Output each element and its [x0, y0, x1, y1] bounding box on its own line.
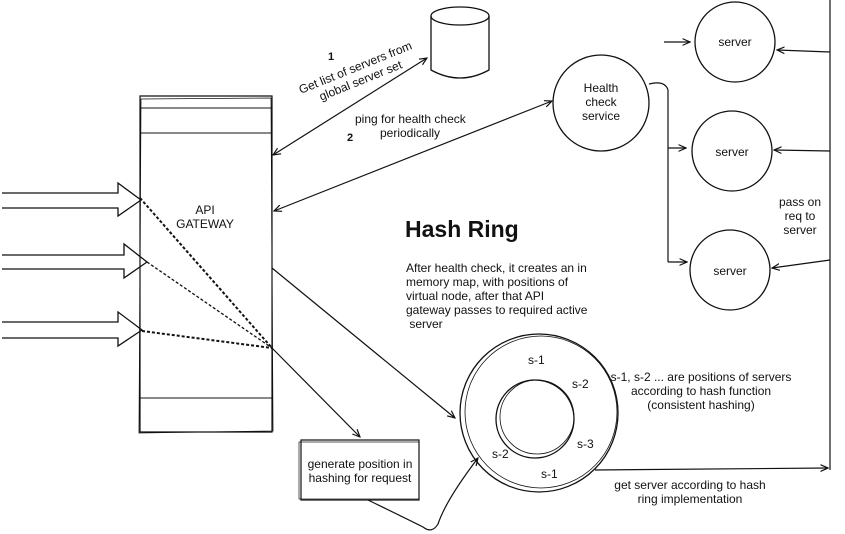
ring-note-line1: s-1, s-2 ... are positions of servers: [610, 370, 792, 384]
description-line5: server: [406, 317, 443, 331]
server-circle-1: [694, 1, 776, 83]
arrow-ring-getserver: [594, 468, 828, 470]
step2-label-line1: ping for health check: [355, 112, 466, 126]
server-label-2: server: [715, 145, 749, 159]
server-circle-2: [691, 110, 773, 192]
arrow-gateway-generate: [271, 347, 360, 437]
pass-on-line3: server: [783, 223, 817, 237]
page-title: Hash Ring: [405, 216, 519, 242]
database-cylinder-icon: [430, 6, 490, 79]
incoming-request-arrow-1: [2, 181, 143, 218]
incoming-request-arrow-3: [2, 310, 144, 348]
ring-position-upper-right: s-2: [572, 377, 589, 391]
step2-number: 2: [347, 132, 354, 144]
generate-position-line1: generate position in: [307, 457, 413, 471]
generate-position-label: generate position in hashing for request: [302, 457, 418, 485]
description-line2: memory map, with positions of: [406, 275, 569, 289]
server-circle-3: [689, 229, 771, 311]
description-line3: virtual node, after that API: [406, 289, 545, 303]
pass-on-bus: [772, 0, 831, 470]
api-gateway-box: [138, 95, 274, 434]
step2-label-line2: periodically: [380, 126, 441, 140]
step1-number: 1: [328, 51, 335, 63]
pass-on-line2: req to: [784, 209, 816, 223]
ring-note-line3: (consistent hashing): [647, 398, 755, 412]
health-check-line3: service: [581, 109, 620, 123]
description-line1: After health check, it creates an in: [406, 261, 587, 275]
arrow-gateway-hashring: [271, 267, 455, 418]
generate-to-ring-curve: [367, 458, 478, 531]
ring-position-bottom: s-1: [541, 467, 558, 481]
ring-position-top: s-1: [528, 353, 545, 367]
ring-note-line2: according to hash function: [630, 384, 772, 398]
get-server-line1: get server according to hash: [614, 478, 766, 492]
description-line4: gateway passes to required active: [406, 303, 588, 317]
gateway-label: API GATEWAY: [160, 203, 250, 231]
get-server-line2: ring implementation: [637, 492, 743, 506]
ring-position-right: s-3: [577, 437, 594, 451]
hash-ring: [459, 333, 619, 493]
description-text: After health check, it creates an in mem…: [406, 261, 606, 331]
generate-position-line2: hashing for request: [308, 471, 412, 485]
health-check-label: Health check service: [561, 81, 641, 123]
health-check-line1: Health: [583, 81, 619, 95]
ring-note: s-1, s-2 ... are positions of servers ac…: [596, 370, 806, 412]
get-server-label: get server according to hash ring implem…: [600, 478, 780, 506]
server-label-1: server: [718, 35, 752, 49]
arrow-gateway-healthcheck: [274, 101, 552, 211]
healthcheck-fanout: [648, 42, 690, 262]
gateway-label-line2: GATEWAY: [176, 217, 234, 231]
generate-position-box: [298, 439, 420, 501]
pass-on-label: pass on req to server: [772, 195, 828, 237]
health-check-line2: check: [585, 95, 617, 109]
pass-on-line1: pass on: [778, 195, 822, 209]
incoming-request-arrow-2: [2, 242, 149, 280]
request-routing-dashes: [139, 197, 273, 349]
server-label-3: server: [713, 264, 747, 278]
gateway-label-line1: API: [195, 203, 215, 217]
ring-position-left: s-2: [492, 447, 509, 461]
health-check-circle: [552, 54, 650, 152]
